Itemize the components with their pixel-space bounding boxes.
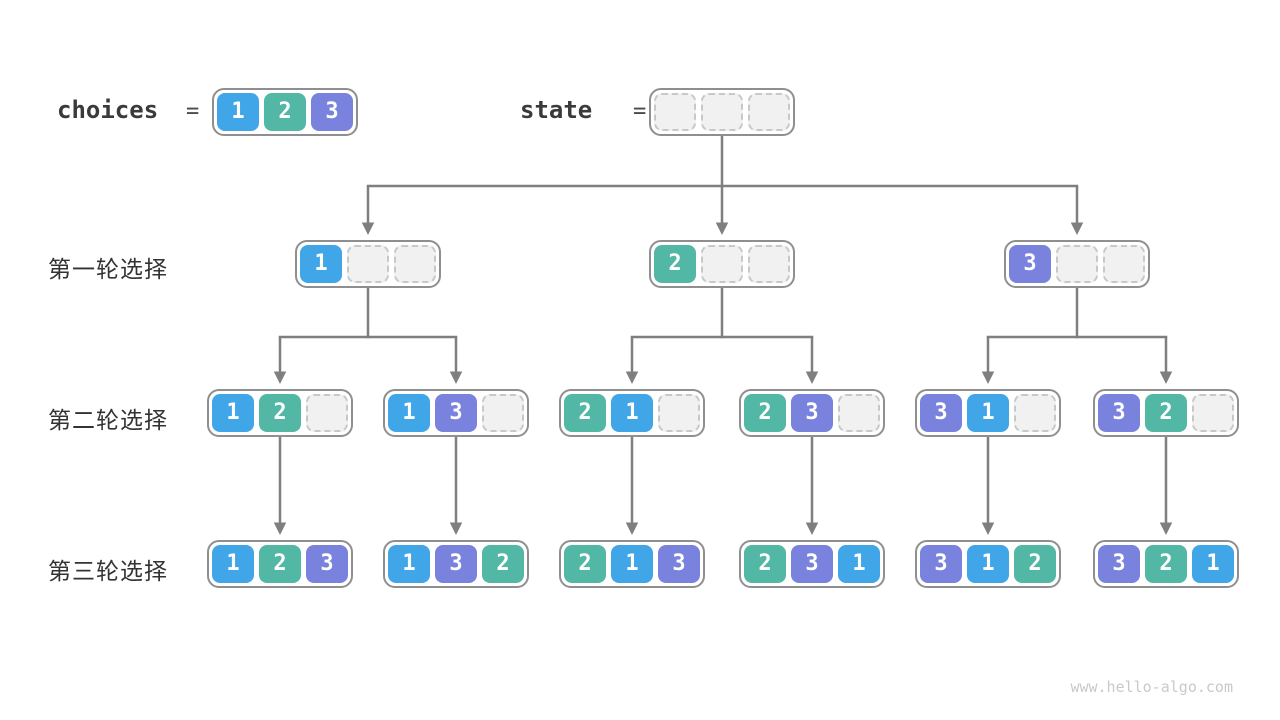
round2-label: 第二轮选择: [48, 407, 168, 433]
array-cell: 2: [744, 394, 786, 432]
array-cell: 3: [920, 394, 962, 432]
array-cell: [748, 245, 790, 283]
array-cell: 1: [212, 394, 254, 432]
array-cell: 3: [1098, 545, 1140, 583]
round3-node-3: 2 3 1: [739, 540, 885, 588]
array-cell: 1: [611, 545, 653, 583]
round1-node-2: 3: [1004, 240, 1150, 288]
array-cell: 1: [611, 394, 653, 432]
array-cell: [658, 394, 700, 432]
array-cell: [654, 93, 696, 131]
array-cell: 2: [259, 394, 301, 432]
array-cell: [1014, 394, 1056, 432]
round2-node-0: 1 2: [207, 389, 353, 437]
round2-node-5: 3 2: [1093, 389, 1239, 437]
array-cell: [701, 245, 743, 283]
array-cell: 1: [212, 545, 254, 583]
array-cell: [838, 394, 880, 432]
array-cell: 3: [311, 93, 353, 131]
array-cell: [1103, 245, 1145, 283]
array-cell: 1: [217, 93, 259, 131]
round1-node-0: 1: [295, 240, 441, 288]
array-cell: 2: [264, 93, 306, 131]
round3-node-4: 3 1 2: [915, 540, 1061, 588]
array-cell: [394, 245, 436, 283]
array-cell: [1056, 245, 1098, 283]
array-cell: 3: [791, 394, 833, 432]
array-cell: 3: [435, 545, 477, 583]
round2-node-1: 1 3: [383, 389, 529, 437]
array-cell: 2: [744, 545, 786, 583]
array-cell: 2: [1145, 394, 1187, 432]
round3-node-0: 1 2 3: [207, 540, 353, 588]
state-equals-sign: =: [633, 99, 647, 124]
round3-node-5: 3 2 1: [1093, 540, 1239, 588]
array-cell: 1: [300, 245, 342, 283]
round1-label: 第一轮选择: [48, 256, 168, 282]
array-cell: [748, 93, 790, 131]
array-cell: 3: [435, 394, 477, 432]
array-cell: 2: [1014, 545, 1056, 583]
choices-equals-sign: =: [186, 99, 200, 124]
array-cell: 2: [1145, 545, 1187, 583]
array-cell: 2: [482, 545, 524, 583]
round3-label: 第三轮选择: [48, 558, 168, 584]
array-cell: 2: [259, 545, 301, 583]
array-cell: 3: [1009, 245, 1051, 283]
array-cell: 3: [1098, 394, 1140, 432]
array-cell: 3: [791, 545, 833, 583]
array-cell: 1: [388, 545, 430, 583]
choices-label: choices: [57, 96, 159, 124]
round1-node-1: 2: [649, 240, 795, 288]
round2-node-3: 2 3: [739, 389, 885, 437]
state-array: [649, 88, 795, 136]
round2-node-4: 3 1: [915, 389, 1061, 437]
array-cell: 1: [838, 545, 880, 583]
array-cell: 3: [306, 545, 348, 583]
choices-array: 1 2 3: [212, 88, 358, 136]
array-cell: 1: [967, 394, 1009, 432]
array-cell: [701, 93, 743, 131]
round3-node-1: 1 3 2: [383, 540, 529, 588]
array-cell: [1192, 394, 1234, 432]
array-cell: 1: [388, 394, 430, 432]
array-cell: 3: [658, 545, 700, 583]
state-label: state: [520, 96, 593, 124]
array-cell: [482, 394, 524, 432]
array-cell: 2: [654, 245, 696, 283]
array-cell: 3: [920, 545, 962, 583]
round3-node-2: 2 1 3: [559, 540, 705, 588]
array-cell: 2: [564, 545, 606, 583]
round2-node-2: 2 1: [559, 389, 705, 437]
array-cell: [347, 245, 389, 283]
array-cell: 2: [564, 394, 606, 432]
site-watermark: www.hello-algo.com: [1070, 678, 1233, 696]
array-cell: 1: [967, 545, 1009, 583]
array-cell: [306, 394, 348, 432]
array-cell: 1: [1192, 545, 1234, 583]
